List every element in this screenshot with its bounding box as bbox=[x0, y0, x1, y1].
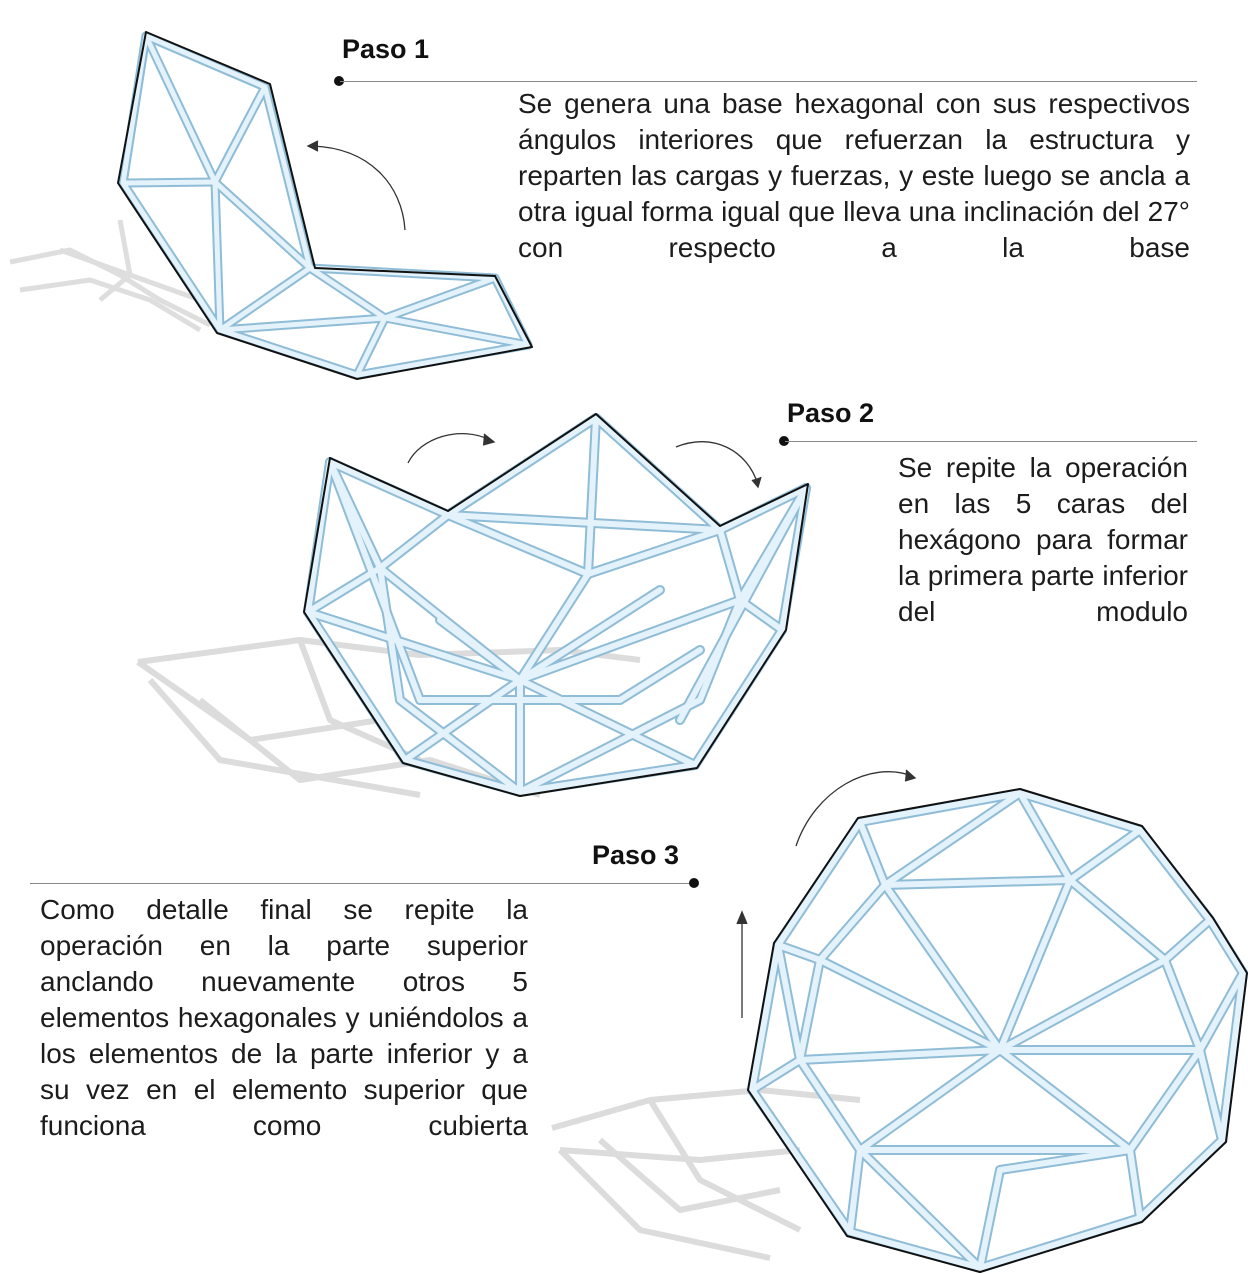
step-3-marker-dot bbox=[689, 878, 699, 888]
step-3-description: Como detalle final se repite la operació… bbox=[40, 892, 528, 1182]
step-3-struts bbox=[748, 789, 1247, 1272]
step-3-rule bbox=[30, 883, 695, 884]
step-3-title: Paso 3 bbox=[592, 840, 679, 871]
